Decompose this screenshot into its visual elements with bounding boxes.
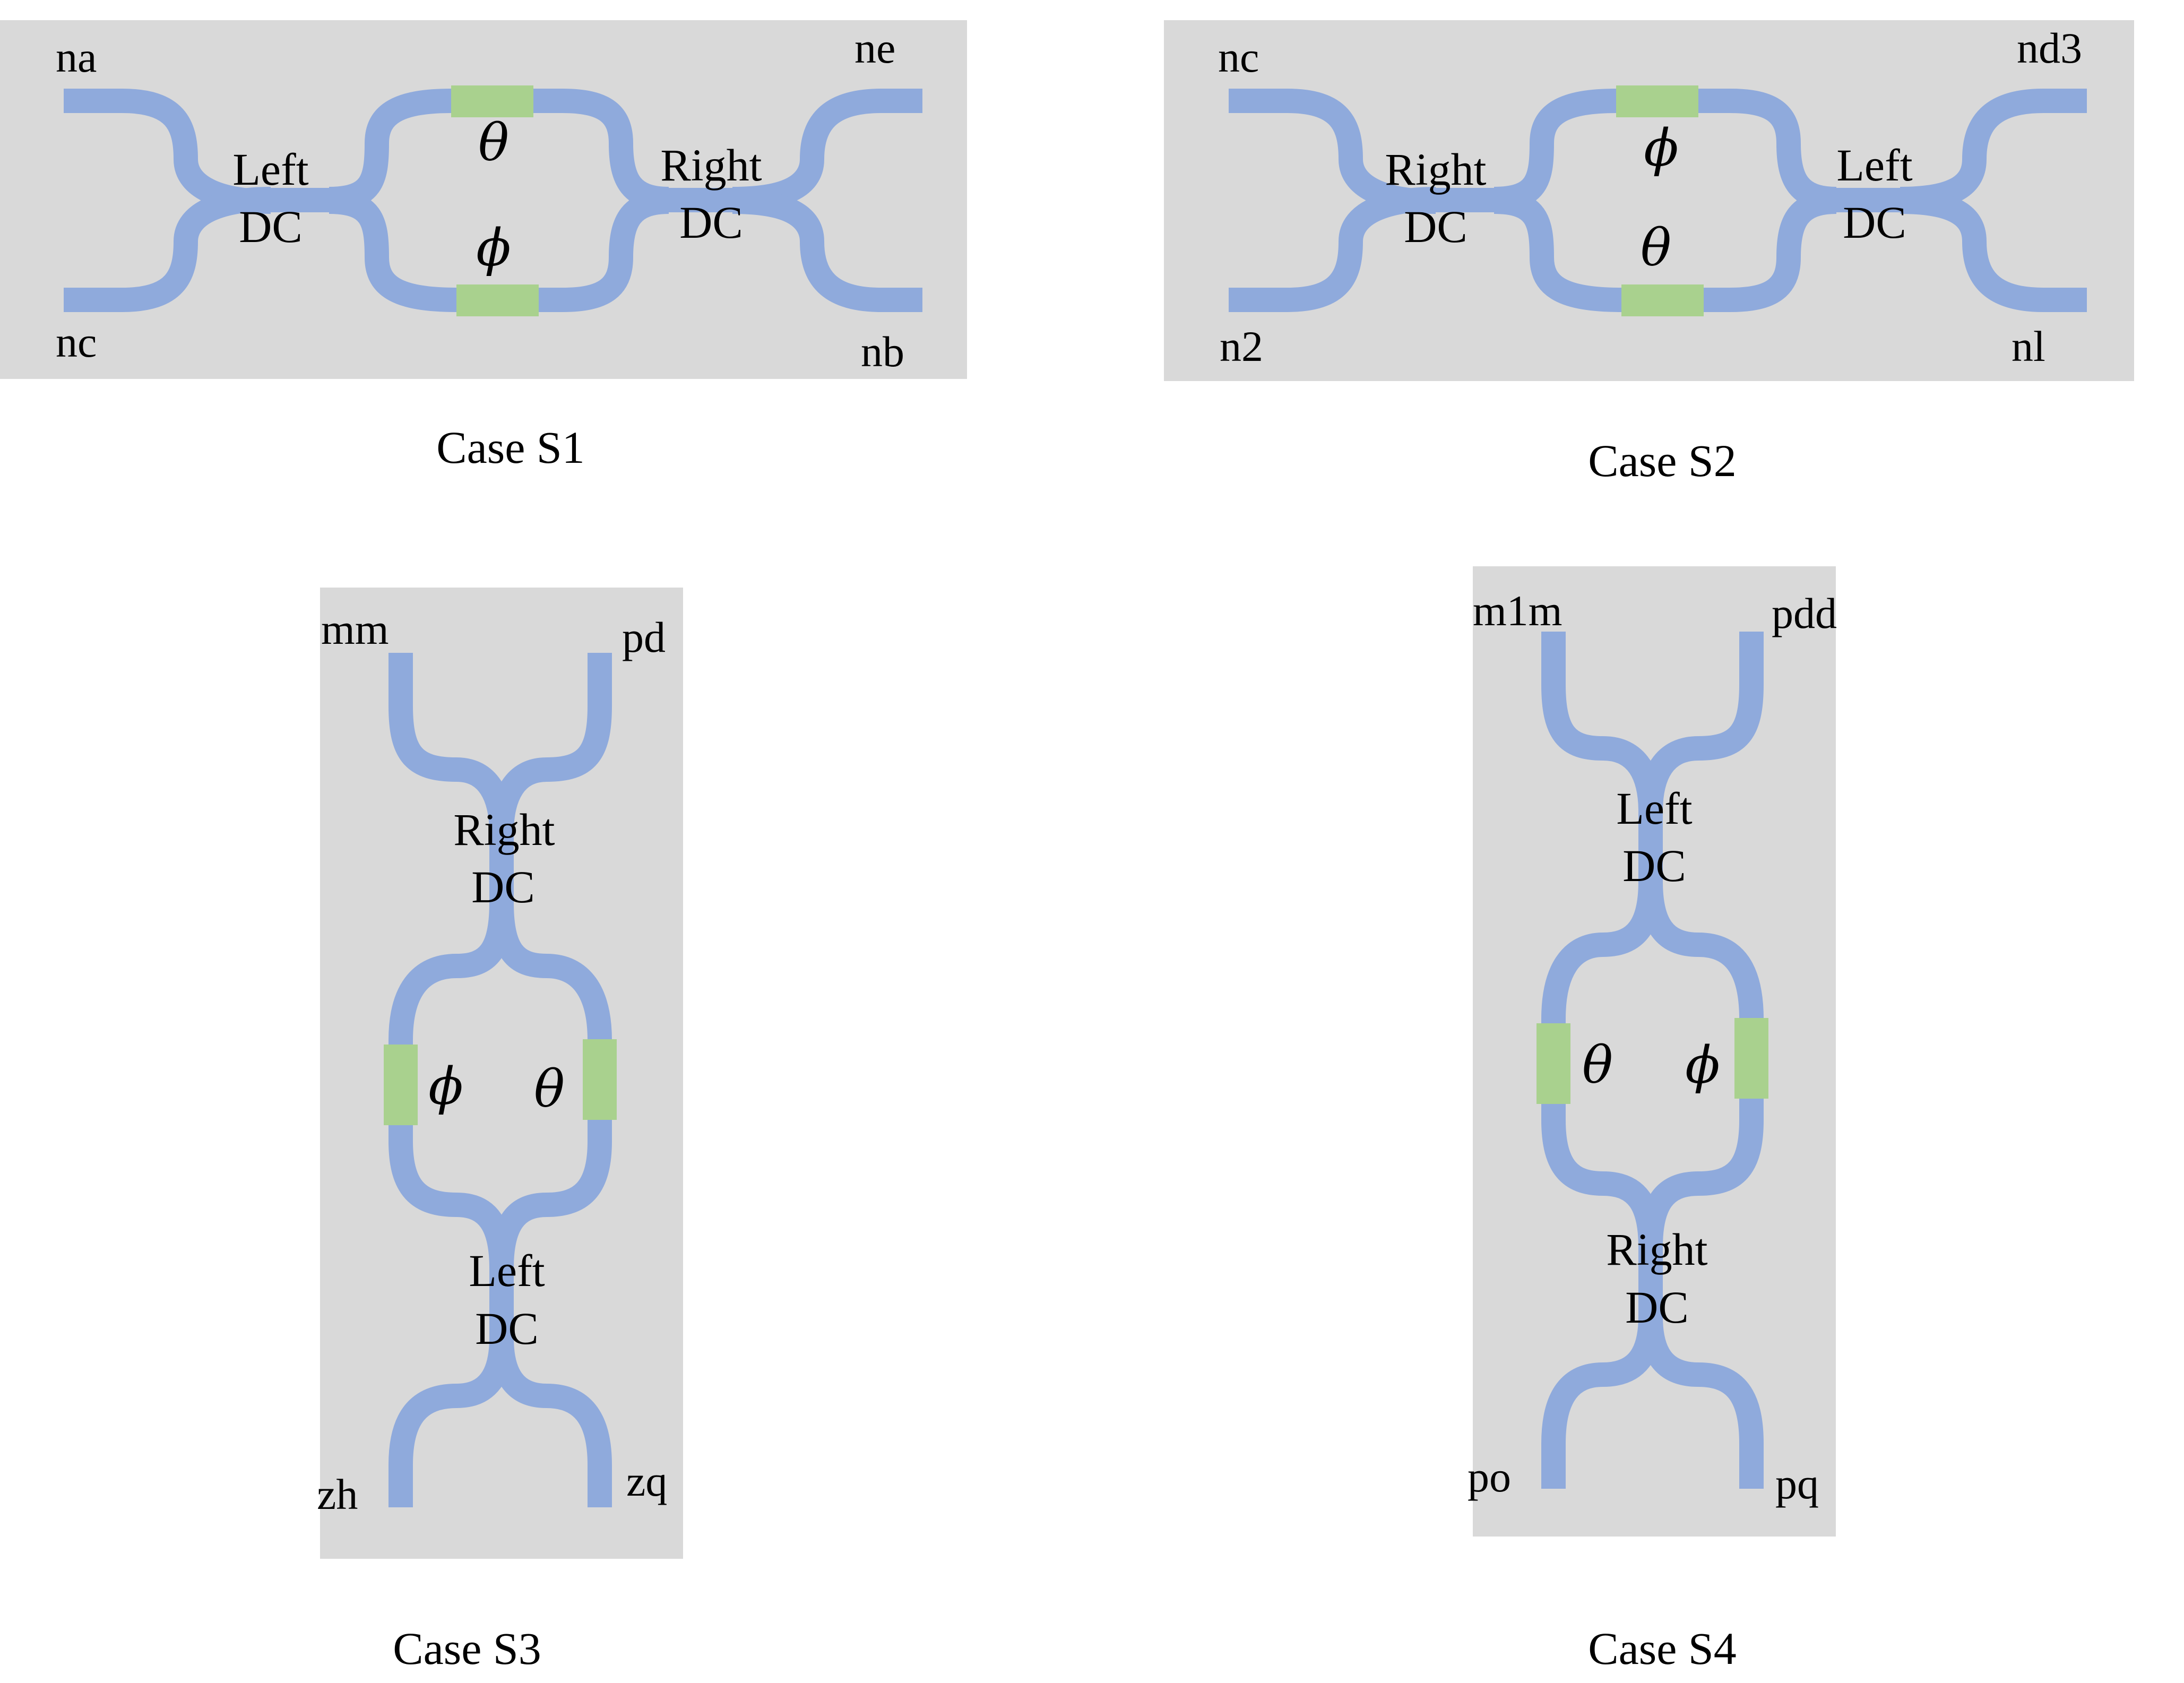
case-s4-first-coupler-body bbox=[1638, 796, 1663, 897]
case-s4-second-coupler-body bbox=[1638, 1231, 1663, 1332]
case-s4-phase-shifter-right bbox=[1734, 1018, 1768, 1099]
case-s1-first-coupler-label-line2: DC bbox=[239, 201, 302, 252]
case-s4-background bbox=[1473, 566, 1836, 1537]
case-s2-output-bottom-waveguide bbox=[1900, 189, 2087, 312]
case-s4-first-coupler-label-line1: Left bbox=[1616, 783, 1692, 834]
case-s2-port-bottom-left: n2 bbox=[1220, 322, 1263, 370]
case-s2-first-coupler-label-line1: Right bbox=[1385, 144, 1486, 195]
case-s3-phase-shifter-left bbox=[384, 1045, 418, 1125]
case-s1-port-top-left: na bbox=[56, 33, 97, 81]
case-s2-first-coupler-label-line2: DC bbox=[1404, 201, 1467, 252]
case-s2-input-bottom-waveguide bbox=[1229, 187, 1436, 312]
case-s3-port-bottom-right: zq bbox=[626, 1457, 667, 1505]
case-s3-port-top-left: mm bbox=[321, 605, 389, 653]
case-s4-first-coupler-label-line2: DC bbox=[1622, 840, 1686, 891]
case-s4-second-coupler-label-line2: DC bbox=[1625, 1282, 1688, 1333]
case-s2-port-top-left: nc bbox=[1218, 33, 1259, 81]
case-s4-phase-symbol-right: ϕ bbox=[1685, 1035, 1720, 1095]
case-s1-port-top-right: ne bbox=[854, 24, 895, 72]
case-s1-output-bottom-waveguide bbox=[732, 189, 922, 312]
case-s4-port-bottom-left: po bbox=[1467, 1453, 1511, 1501]
case-s1-second-coupler-label-line1: Right bbox=[660, 140, 762, 191]
case-s2-second-coupler-label-line1: Left bbox=[1836, 140, 1912, 191]
case-s4-panel: θ ϕ Left DC Right DC m1m pdd po pq Case … bbox=[1467, 566, 1837, 1674]
case-s2-background bbox=[1164, 20, 2134, 381]
case-s1-caption: Case S1 bbox=[436, 422, 585, 473]
case-s4-phase-symbol-left: θ bbox=[1582, 1035, 1613, 1095]
case-s1-second-coupler-label-line2: DC bbox=[679, 197, 743, 248]
case-s1-phase-shifter-lower bbox=[456, 284, 539, 316]
case-s1-background bbox=[0, 20, 967, 379]
case-s1-panel: θ ϕ Left DC Right DC na nc ne nb Case S1 bbox=[0, 20, 967, 473]
case-s3-caption: Case S3 bbox=[393, 1623, 541, 1674]
case-s3-background bbox=[320, 588, 683, 1559]
case-s2-phase-shifter-lower bbox=[1621, 284, 1704, 316]
case-s1-phase-symbol-upper: θ bbox=[478, 113, 509, 172]
case-s1-input-bottom-waveguide bbox=[64, 187, 271, 312]
case-s4-caption: Case S4 bbox=[1588, 1623, 1737, 1674]
case-s3-second-coupler-label-line2: DC bbox=[475, 1303, 538, 1354]
case-s2-panel: ϕ θ Right DC Left DC nc n2 nd3 nl Case S… bbox=[1164, 20, 2134, 486]
case-s3-port-bottom-left: zh bbox=[317, 1470, 358, 1518]
case-s2-phase-shifter-upper bbox=[1616, 85, 1698, 117]
case-s2-second-coupler-label-line2: DC bbox=[1843, 197, 1906, 248]
case-s2-phase-symbol-lower: θ bbox=[1641, 218, 1671, 278]
case-s2-phase-symbol-upper: ϕ bbox=[1644, 118, 1678, 178]
case-s3-panel: ϕ θ Right DC Left DC mm pd zh zq Case S3 bbox=[317, 588, 683, 1674]
case-s4-port-top-left: m1m bbox=[1473, 586, 1563, 635]
case-s3-first-coupler-label-line1: Right bbox=[453, 804, 555, 855]
case-s2-port-bottom-right: nl bbox=[2012, 322, 2045, 370]
case-s1-first-coupler-label-line1: Left bbox=[232, 144, 308, 195]
case-s4-output-right-waveguide bbox=[1638, 1316, 1764, 1489]
case-s4-phase-shifter-left bbox=[1536, 1023, 1570, 1104]
case-s2-caption: Case S2 bbox=[1588, 435, 1737, 486]
case-s4-waveguides bbox=[1541, 632, 1764, 1489]
case-s4-port-top-right: pdd bbox=[1772, 589, 1837, 637]
case-s3-first-coupler-body bbox=[489, 817, 514, 918]
case-s3-phase-shifter-right bbox=[583, 1039, 617, 1120]
case-s3-second-coupler-label-line1: Left bbox=[469, 1245, 545, 1296]
case-s4-left-arm bbox=[1541, 881, 1663, 1248]
case-s3-first-coupler-label-line2: DC bbox=[471, 861, 534, 912]
case-s4-second-coupler-label-line1: Right bbox=[1606, 1224, 1707, 1275]
case-s4-input-right-waveguide bbox=[1638, 632, 1764, 813]
case-s1-phase-shifter-upper bbox=[451, 85, 533, 117]
case-s3-output-right-waveguide bbox=[489, 1337, 612, 1507]
case-s1-port-bottom-left: nc bbox=[56, 318, 97, 366]
case-s3-port-top-right: pd bbox=[622, 613, 666, 661]
case-s3-second-coupler-body bbox=[489, 1253, 514, 1353]
case-s3-phase-symbol-right: θ bbox=[534, 1059, 565, 1119]
case-s3-phase-symbol-left: ϕ bbox=[428, 1057, 463, 1116]
case-s4-port-bottom-right: pq bbox=[1775, 1460, 1819, 1508]
case-s1-port-bottom-right: nb bbox=[861, 327, 904, 376]
case-s1-phase-symbol-lower: ϕ bbox=[476, 218, 511, 278]
case-s2-port-top-right: nd3 bbox=[2017, 24, 2082, 72]
case-s3-input-right-waveguide bbox=[489, 653, 612, 834]
